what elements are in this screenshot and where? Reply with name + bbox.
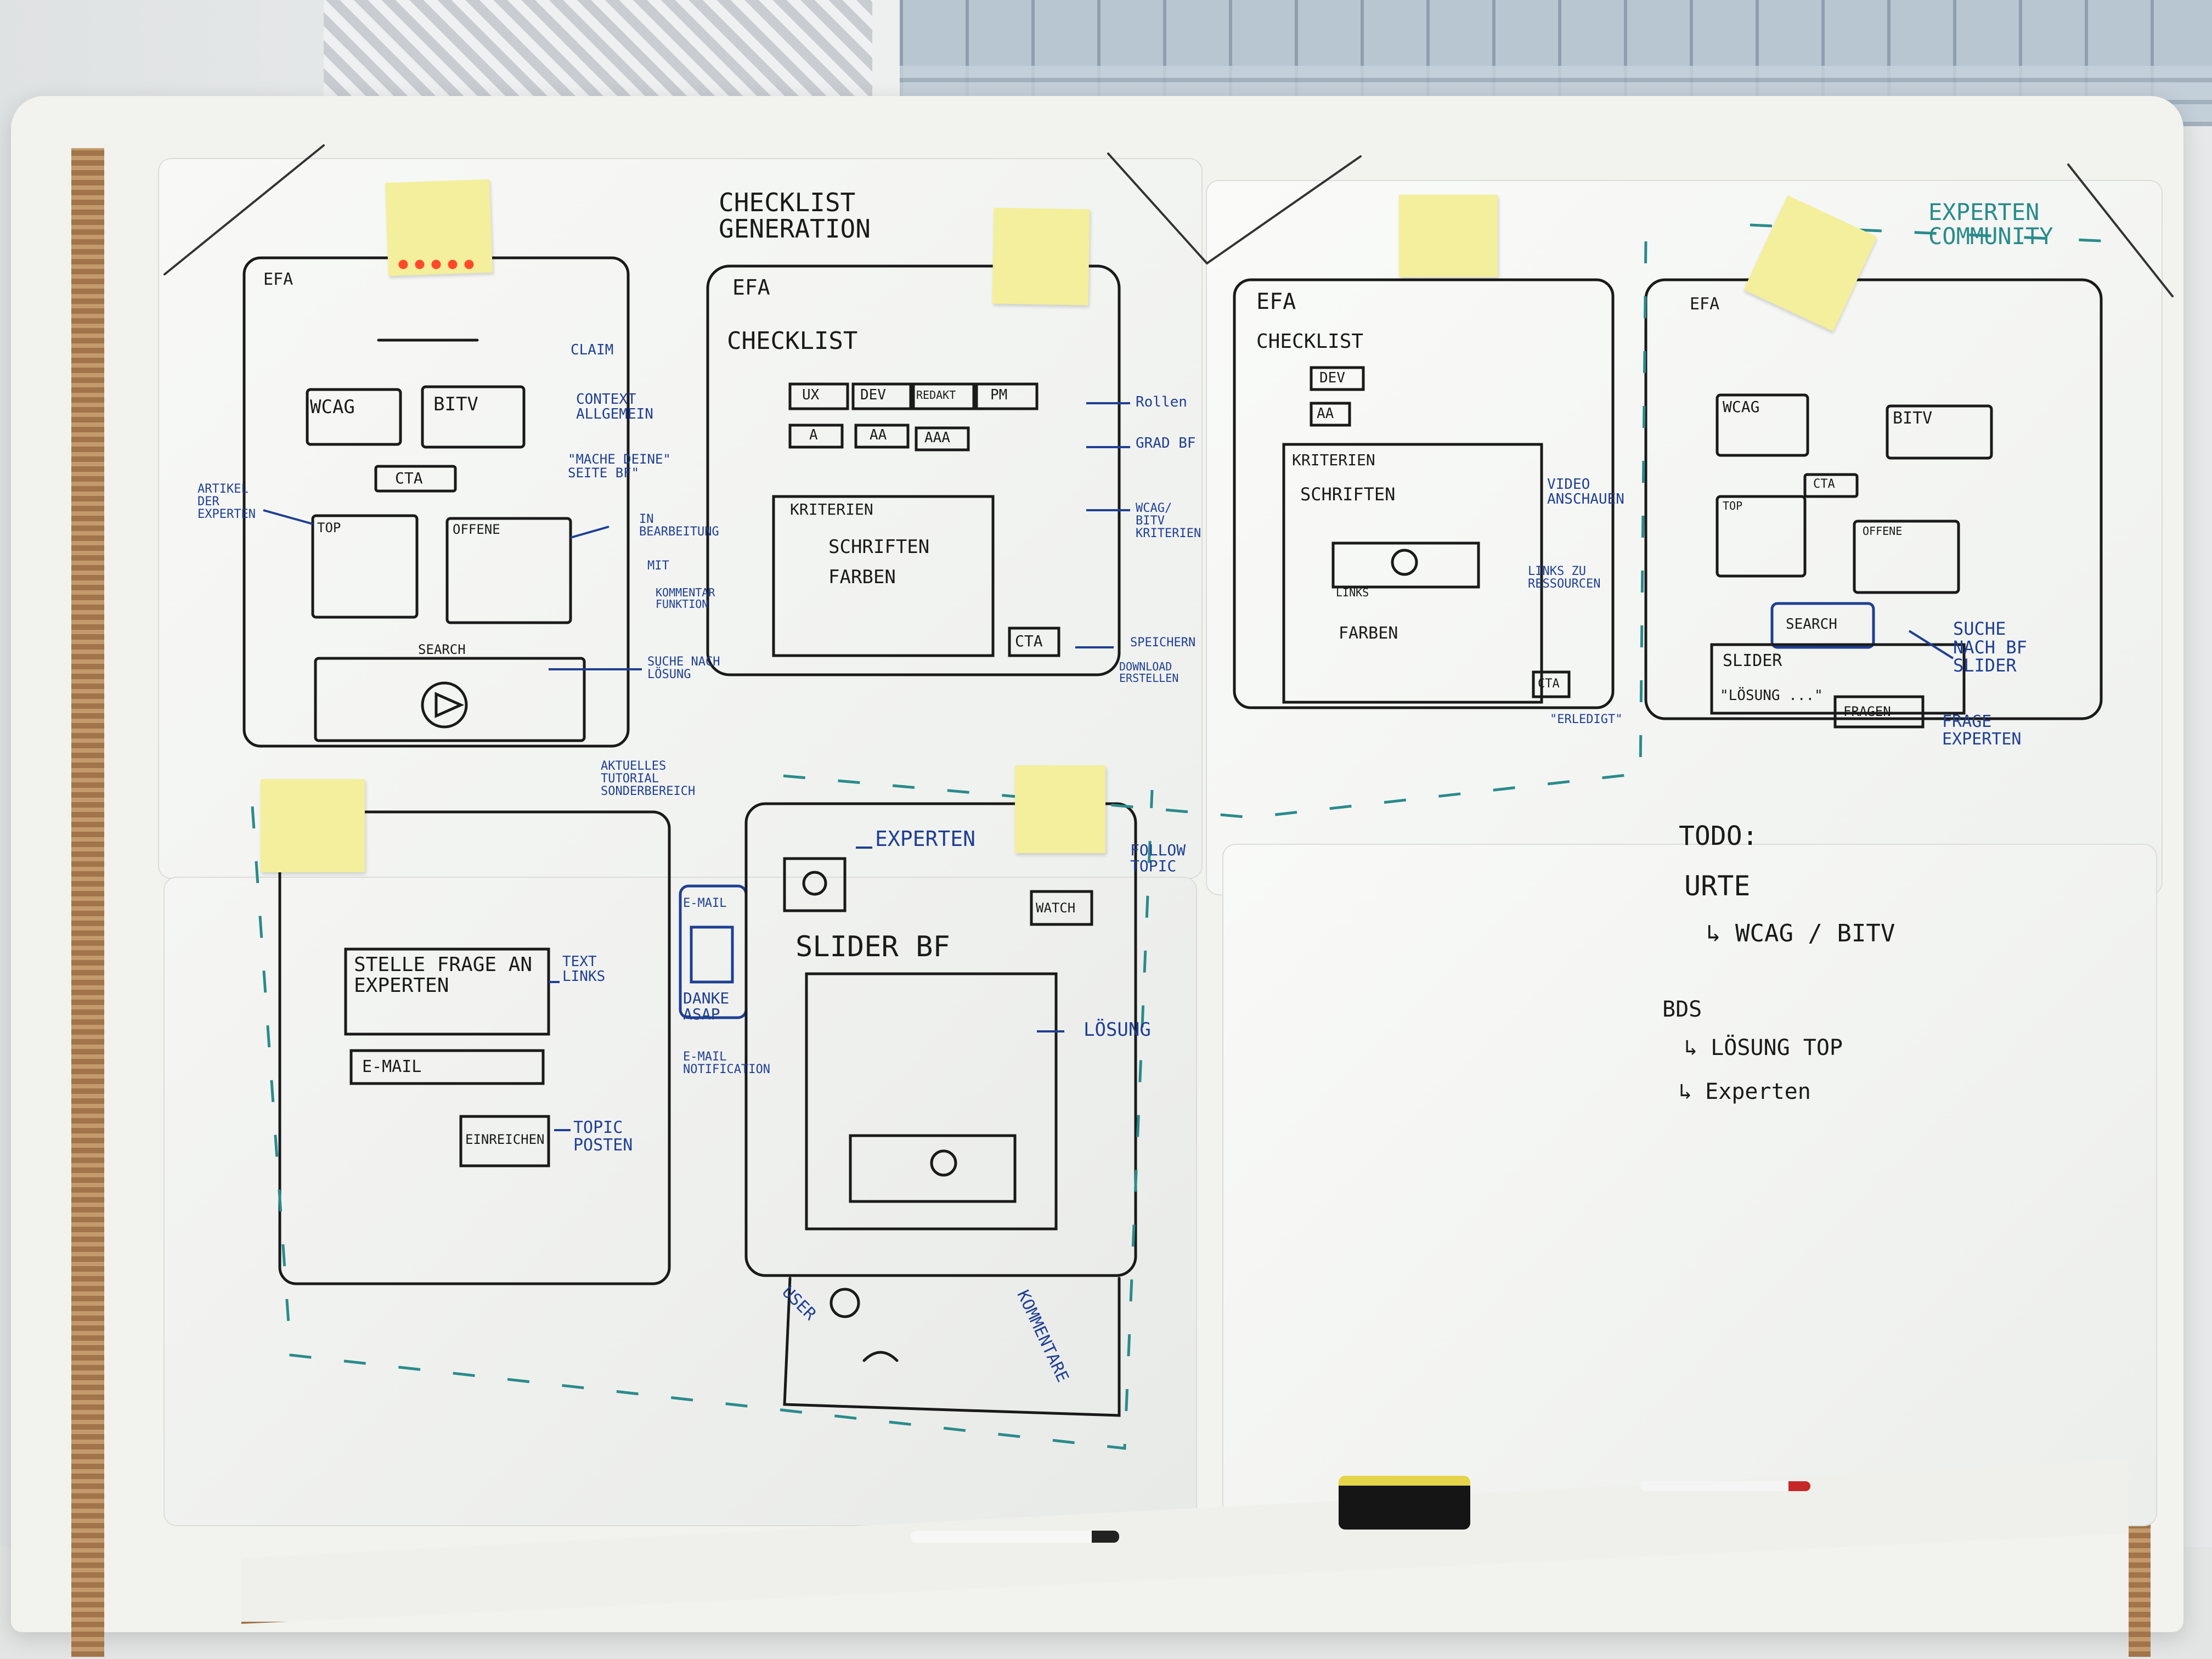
search-label: SEARCH: [418, 642, 466, 657]
bitv-label: BITV: [433, 393, 478, 415]
farben-label: FARBEN: [1339, 624, 1398, 643]
level-aaa: AAA: [924, 430, 950, 446]
note-suche: SUCHE NACH BF SLIDER: [1953, 618, 2027, 676]
schriften-label: SCHRIFTEN: [1300, 484, 1396, 505]
kriterien-label: KRITERIEN: [1292, 451, 1375, 469]
note-wcag: WCAG/ BITV KRITERIEN: [1136, 501, 1201, 541]
wcag-label: WCAG: [1723, 398, 1760, 416]
sticky-note: [1015, 765, 1105, 853]
mail-label: E-MAIL: [683, 896, 727, 910]
bitv-label: BITV: [1893, 409, 1933, 428]
board-eraser: [1339, 1476, 1470, 1530]
checklist-heading: CHECKLIST: [727, 327, 858, 355]
note-context: CONTEXT ALLGEMEIN: [576, 391, 653, 423]
todo-line: ↳ WCAG / BITV: [1706, 919, 1895, 947]
search-label: SEARCH: [1786, 616, 1837, 633]
cta-label: CTA: [395, 469, 423, 487]
watch-label: WATCH: [1036, 900, 1076, 916]
danke-label: DANKE ASAP: [683, 989, 730, 1024]
cta-label: CTA: [1813, 477, 1835, 491]
note-bearbeitung: IN BEARBEITUNG: [639, 512, 719, 539]
logo-efa: EFA: [732, 275, 770, 300]
note-frage: FRAGE EXPERTEN: [1942, 712, 2022, 749]
todo-line: ↳ LÖSUNG TOP: [1684, 1035, 1843, 1060]
note-video: VIDEO ANSCHAUEN: [1547, 476, 1624, 508]
note-erledigt: "ERLEDIGT": [1550, 713, 1623, 726]
aa-label: AA: [1317, 405, 1334, 422]
checklist-title: CHECKLIST GENERATION: [719, 188, 871, 244]
patterned-wall-panel: [324, 0, 872, 110]
sticky-note: [992, 207, 1090, 306]
todo-line: BDS: [1662, 997, 1702, 1022]
note-aktuelles: AKTUELLES TUTORIAL SONDERBEREICH: [601, 759, 696, 799]
marker-pen-red: [1640, 1481, 1810, 1491]
schriften-label: SCHRIFTEN: [828, 536, 930, 558]
note-text: TEXT LINKS: [562, 953, 606, 985]
fragen-label: FRAGEN: [1843, 704, 1891, 719]
wcag-label: WCAG: [310, 396, 355, 418]
role-pm: PM: [990, 387, 1008, 403]
note-follow: FOLLOW TOPIC: [1130, 841, 1186, 876]
dev-label: DEV: [1319, 370, 1345, 386]
logo-efa: EFA: [263, 270, 294, 289]
todo-line: ↳ Experten: [1679, 1079, 1811, 1104]
experten-label: EXPERTEN: [875, 827, 976, 851]
note-loesung: LÖSUNG: [1084, 1019, 1151, 1041]
note-download: DOWNLOAD ERSTELLEN: [1119, 660, 1179, 685]
note-artikel: ARTIKEL DER EXPERTEN: [198, 482, 256, 522]
role-dev: DEV: [860, 387, 886, 403]
todo-line: URTE: [1684, 870, 1751, 902]
logo-efa: EFA: [1256, 289, 1296, 314]
top-label: TOP: [317, 520, 341, 535]
note-suche: SUCHE NACH LÖSUNG: [647, 655, 720, 682]
role-ux: UX: [802, 387, 820, 403]
stelle-frage-label: STELLE FRAGE AN EXPERTEN: [354, 953, 533, 997]
cta-label: CTA: [1015, 632, 1043, 650]
note-mit: MIT: [647, 559, 669, 573]
sticky-note-dots: [395, 258, 477, 271]
note-claim: CLAIM: [571, 342, 614, 358]
note-email: E-MAIL NOTIFICATION: [683, 1050, 770, 1077]
kriterien-label: KRITERIEN: [790, 500, 873, 518]
top-label: TOP: [1723, 499, 1743, 512]
todo-title: TODO:: [1679, 821, 1758, 851]
sticky-note: [1399, 195, 1498, 277]
offene-label: OFFENE: [1863, 524, 1903, 538]
board-bottom-right: [1223, 845, 2156, 1525]
slider-label: SLIDER: [1723, 651, 1782, 670]
note-rollen: Rollen: [1136, 394, 1187, 410]
level-a: A: [809, 427, 818, 443]
email-field-label: E-MAIL: [362, 1057, 422, 1076]
slider-bf-label: SLIDER BF: [795, 930, 950, 963]
cardboard-edge-left: [71, 148, 104, 1657]
sticky-note: [261, 779, 365, 872]
marker-pen: [911, 1531, 1119, 1543]
note-speichern: SPEICHERN: [1130, 636, 1196, 650]
note-links: LINKS ZU RESSOURCEN: [1528, 565, 1601, 591]
note-kommentar: KOMMENTAR FUNKTION: [656, 586, 715, 611]
note-grad: GRAD BF: [1136, 435, 1196, 452]
offene-label: OFFENE: [453, 522, 500, 537]
links-label: LINKS: [1336, 586, 1369, 599]
einreichen-label: EINREICHEN: [465, 1132, 545, 1147]
note-topic: TOPIC POSTEN: [573, 1118, 633, 1155]
role-redakt: REDAKT: [916, 388, 956, 402]
checklist-heading: CHECKLIST: [1256, 330, 1364, 353]
loesung-label: "LÖSUNG ...": [1720, 687, 1823, 704]
experten-community-header: EXPERTEN COMMUNITY: [1928, 199, 2053, 250]
level-aa: AA: [870, 427, 887, 443]
farben-label: FARBEN: [828, 566, 896, 588]
logo-efa: EFA: [1690, 295, 1720, 314]
note-mache: "MACHE DEINE" SEITE BF": [568, 452, 671, 481]
board-top-right: [1207, 181, 2162, 894]
cta-label: CTA: [1538, 677, 1560, 691]
